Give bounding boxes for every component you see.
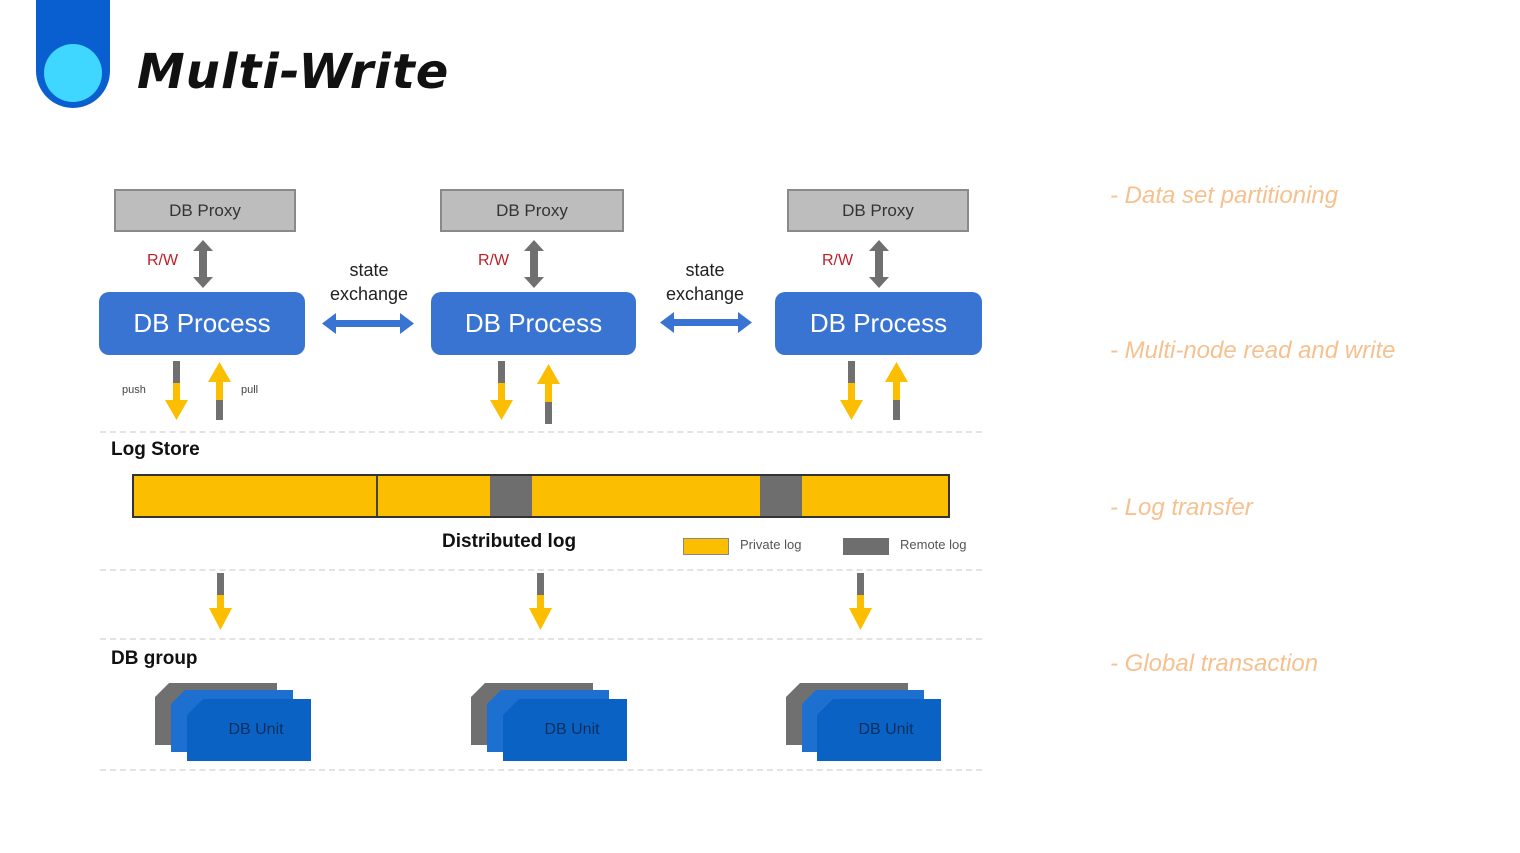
db-unit-2: DB Unit [503, 699, 627, 761]
bullet-data-set-partitioning: - Data set partitioning [1110, 182, 1339, 209]
divider-1 [100, 431, 982, 433]
state-line: state [349, 260, 389, 280]
log-to-group-arrow-3 [849, 573, 872, 630]
distributed-log-bar [132, 474, 950, 518]
rw-label-1: R/W [147, 252, 179, 269]
db-process-2: DB Process [431, 292, 636, 355]
state-exchange-label-2: state exchange [655, 258, 755, 306]
rw-arrow-1 [193, 240, 213, 288]
exchange-line: exchange [665, 284, 745, 304]
db-unit-label: DB Unit [228, 721, 284, 738]
log-store-title: Log Store [111, 439, 200, 460]
push-arrow-1 [165, 361, 188, 420]
db-process-3: DB Process [775, 292, 982, 355]
log-to-group-arrow-2 [529, 573, 552, 630]
pull-arrow-1 [208, 362, 231, 420]
pull-arrow-2 [537, 364, 560, 424]
db-unit-label: DB Unit [544, 721, 600, 738]
legend-remote-swatch [843, 538, 889, 555]
legend-remote-label: Remote log [900, 537, 967, 552]
bullet-multi-node-read-write: - Multi-node read and write [1110, 337, 1396, 364]
db-group-title: DB group [111, 648, 198, 669]
db-unit-label: DB Unit [858, 721, 914, 738]
divider-2 [100, 569, 982, 571]
state-line: state [685, 260, 725, 280]
exchange-line: exchange [329, 284, 409, 304]
legend-private-swatch [683, 538, 729, 555]
bullet-log-transfer: - Log transfer [1110, 494, 1253, 521]
divider-3 [100, 638, 982, 640]
pull-label: pull [241, 384, 259, 396]
db-proxy-1: DB Proxy [114, 189, 296, 232]
legend-private-label: Private log [740, 537, 802, 552]
page-title: Multi-Write [137, 44, 450, 100]
db-unit-3: DB Unit [817, 699, 941, 761]
push-arrow-3 [840, 361, 863, 420]
db-proxy-3: DB Proxy [787, 189, 969, 232]
rw-arrow-3 [869, 240, 889, 288]
logo-dot-icon [44, 44, 102, 102]
distributed-log-caption: Distributed log [442, 531, 577, 552]
divider-4 [100, 769, 982, 771]
rw-label-3: R/W [822, 252, 854, 269]
rw-arrow-2 [524, 240, 544, 288]
state-exchange-arrow-2 [660, 312, 752, 333]
rw-label-2: R/W [478, 252, 510, 269]
push-label: push [122, 384, 146, 396]
db-unit-1: DB Unit [187, 699, 311, 761]
log-to-group-arrow-1 [209, 573, 232, 630]
remote-log-segment [760, 476, 802, 516]
db-proxy-2: DB Proxy [440, 189, 624, 232]
remote-log-segment [490, 476, 532, 516]
bullet-global-transaction: - Global transaction [1110, 650, 1319, 677]
state-exchange-label-1: state exchange [319, 258, 419, 306]
log-segment-separator [376, 476, 378, 516]
push-arrow-2 [490, 361, 513, 420]
state-exchange-arrow-1 [322, 313, 414, 334]
pull-arrow-3 [885, 362, 908, 420]
db-process-1: DB Process [99, 292, 305, 355]
